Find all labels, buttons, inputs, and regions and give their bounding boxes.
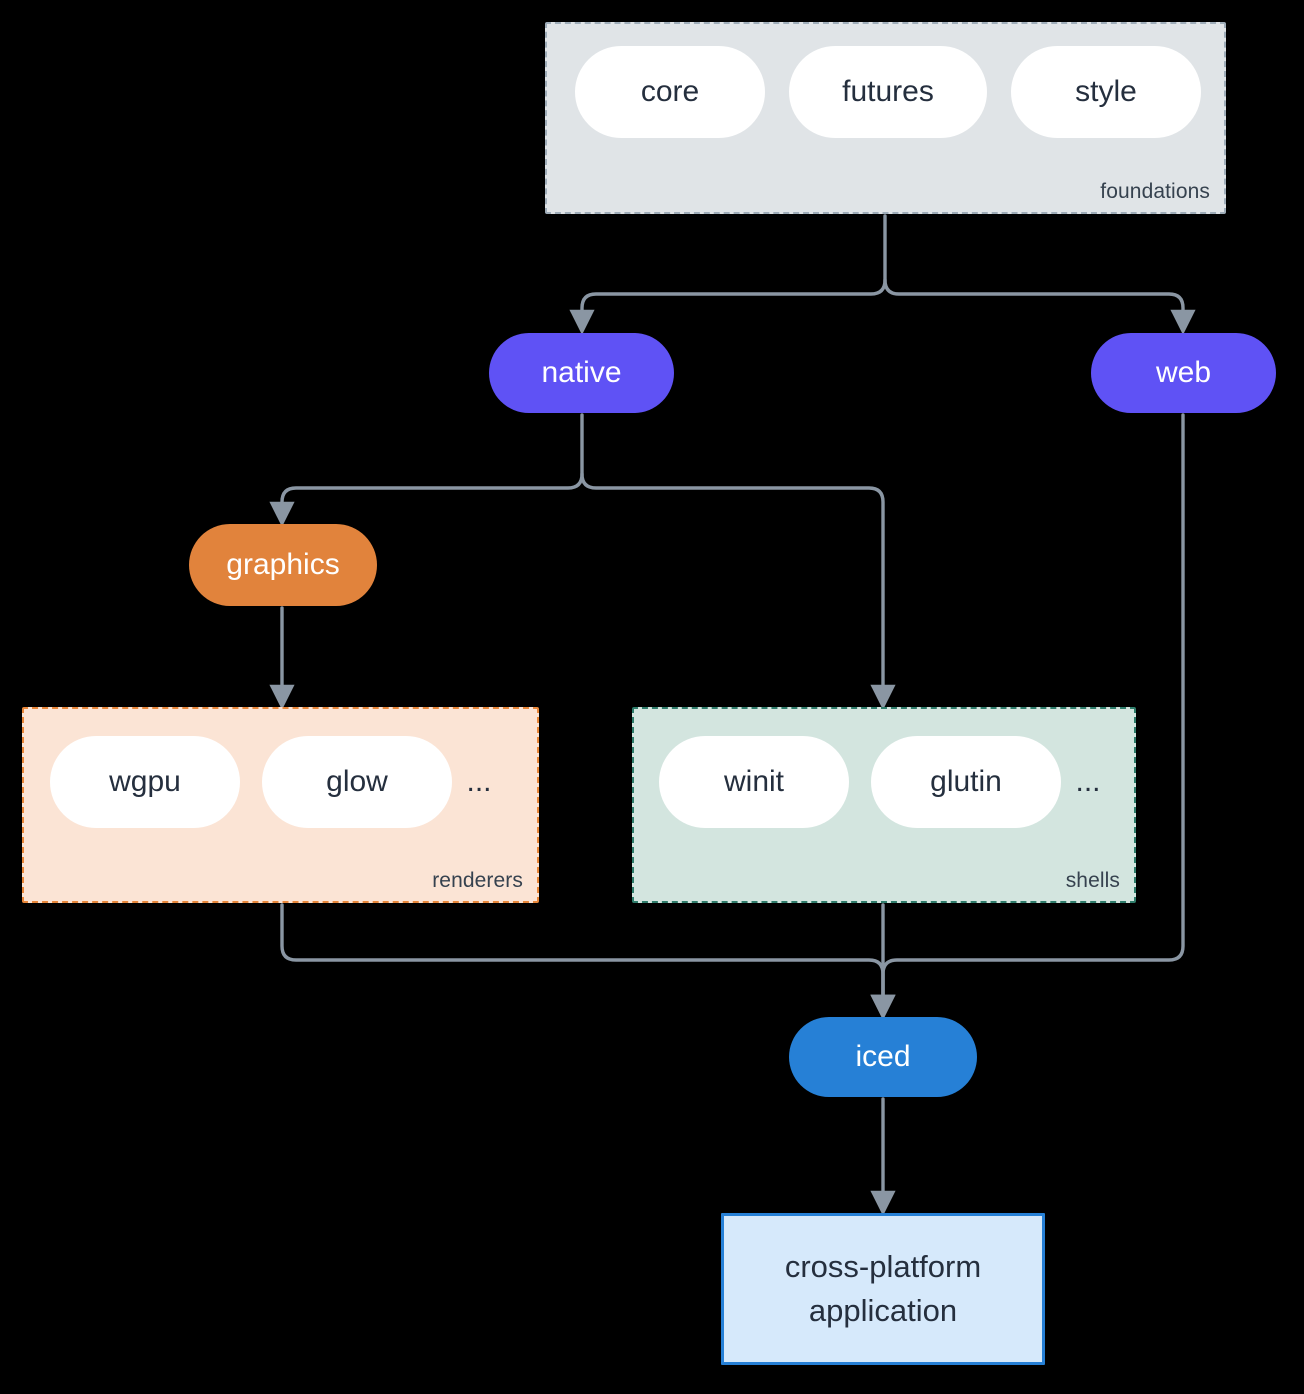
node-glutin[interactable]: glutin [871, 736, 1061, 828]
node-core[interactable]: core [575, 46, 765, 138]
node-iced[interactable]: iced [789, 1017, 977, 1097]
cluster-shells-label: shells [1065, 869, 1120, 892]
node-cross-platform-application[interactable]: cross-platform application [721, 1213, 1045, 1365]
node-graphics-label: graphics [226, 548, 340, 581]
node-style[interactable]: style [1011, 46, 1201, 138]
edge-native-graphics [269, 413, 584, 527]
node-winit[interactable]: winit [659, 736, 849, 828]
node-futures-label: futures [842, 75, 934, 108]
node-glutin-label: glutin [930, 765, 1002, 798]
edge-native-shells [580, 472, 896, 710]
node-graphics[interactable]: graphics [189, 524, 377, 606]
node-native-label: native [541, 356, 622, 389]
node-futures[interactable]: futures [789, 46, 987, 138]
node-style-label: style [1075, 75, 1137, 108]
edge-foundations-web [883, 278, 1196, 335]
node-native[interactable]: native [489, 333, 674, 413]
node-wgpu[interactable]: wgpu [50, 736, 240, 828]
node-glow[interactable]: glow [262, 736, 452, 828]
renderers-ellipsis: ... [466, 765, 492, 798]
cluster-shells: winit glutin ... shells [632, 707, 1136, 903]
node-glow-label: glow [326, 765, 388, 798]
shells-ellipsis: ... [1075, 765, 1101, 798]
application-label-line1: cross-platform [784, 1248, 982, 1284]
cluster-renderers-label: renderers [432, 869, 523, 892]
node-winit-label: winit [723, 765, 784, 798]
edge-foundations-native [569, 214, 887, 335]
node-wgpu-label: wgpu [109, 765, 181, 798]
node-iced-label: iced [855, 1040, 911, 1073]
edge-renderers-iced [280, 903, 896, 1020]
cluster-foundations-label: foundations [1100, 180, 1210, 203]
application-label-line2: application [808, 1293, 958, 1328]
node-core-label: core [640, 75, 700, 108]
node-web[interactable]: web [1091, 333, 1276, 413]
node-web-label: web [1155, 356, 1212, 389]
cluster-foundations: core futures style foundations [545, 22, 1226, 214]
cluster-renderers: wgpu glow ... renderers [22, 707, 539, 903]
